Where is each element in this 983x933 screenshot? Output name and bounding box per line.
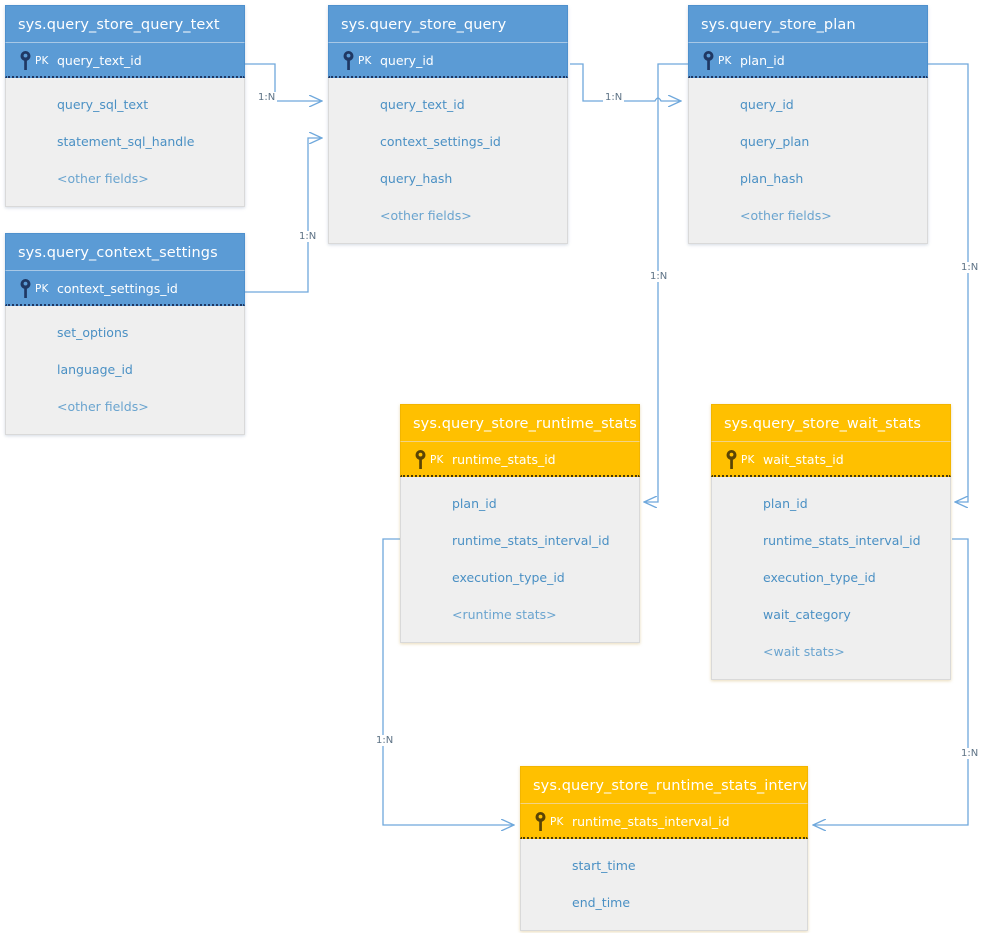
entity-field-list: start_time end_time (520, 839, 808, 931)
entity-field-list: set_options language_id <other fields> (5, 306, 245, 435)
field-row[interactable]: execution_type_id (452, 570, 565, 585)
pk-field-name: plan_id (740, 53, 785, 68)
cardinality-label: 1:N (648, 271, 670, 282)
pk-field-name: wait_stats_id (763, 452, 844, 467)
field-row[interactable]: query_text_id (380, 97, 465, 112)
field-row[interactable]: start_time (572, 858, 636, 873)
edge-ctx-to-query (245, 138, 322, 293)
entity-query-context-settings[interactable]: sys.query_context_settings PK context_se… (5, 233, 245, 435)
cardinality-label: 1:N (256, 92, 278, 103)
pk-badge: PK (358, 55, 372, 67)
field-row[interactable]: query_hash (380, 171, 453, 186)
field-row[interactable]: execution_type_id (763, 570, 876, 585)
entity-field-list: query_text_id context_settings_id query_… (328, 78, 568, 244)
pk-field-name: query_id (380, 53, 434, 68)
field-row[interactable]: statement_sql_handle (57, 134, 195, 149)
entity-field-list: plan_id runtime_stats_interval_id execut… (711, 477, 951, 680)
entity-title: sys.query_store_plan (688, 5, 928, 43)
entity-query-store-wait-stats[interactable]: sys.query_store_wait_stats PK wait_stats… (711, 404, 951, 680)
entity-query-store-runtime-stats[interactable]: sys.query_store_runtime_stats PK runtime… (400, 404, 640, 643)
field-row[interactable]: runtime_stats_interval_id (452, 533, 610, 548)
pk-badge: PK (741, 454, 755, 466)
entity-query-store-query-text[interactable]: sys.query_store_query_text PK query_text… (5, 5, 245, 207)
entity-primary-key-row[interactable]: PK query_text_id (5, 43, 245, 78)
field-row[interactable]: query_id (740, 97, 794, 112)
entity-primary-key-row[interactable]: PK runtime_stats_interval_id (520, 804, 808, 839)
field-row[interactable]: set_options (57, 325, 129, 340)
key-icon (20, 279, 31, 298)
entity-primary-key-row[interactable]: PK context_settings_id (5, 271, 245, 306)
cardinality-label: 1:N (374, 735, 396, 746)
pk-badge: PK (718, 55, 732, 67)
entity-field-list: query_id query_plan plan_hash <other fie… (688, 78, 928, 244)
entity-title: sys.query_store_query (328, 5, 568, 43)
pk-badge: PK (35, 283, 49, 295)
entity-primary-key-row[interactable]: PK query_id (328, 43, 568, 78)
entity-title: sys.query_context_settings (5, 233, 245, 271)
field-row[interactable]: plan_id (763, 496, 808, 511)
key-icon (535, 812, 546, 831)
key-icon (343, 51, 354, 70)
field-row[interactable]: <other fields> (740, 208, 832, 223)
entity-title: sys.query_store_runtime_stats_interval (520, 766, 808, 804)
pk-field-name: query_text_id (57, 53, 142, 68)
field-row[interactable]: <other fields> (57, 399, 149, 414)
key-icon (20, 51, 31, 70)
field-row[interactable]: query_plan (740, 134, 810, 149)
pk-field-name: runtime_stats_id (452, 452, 556, 467)
field-row[interactable]: runtime_stats_interval_id (763, 533, 921, 548)
cardinality-label: 1:N (959, 748, 981, 759)
pk-badge: PK (35, 55, 49, 67)
key-icon (726, 450, 737, 469)
pk-badge: PK (550, 816, 564, 828)
field-row[interactable]: context_settings_id (380, 134, 501, 149)
entity-query-store-runtime-stats-interval[interactable]: sys.query_store_runtime_stats_interval P… (520, 766, 808, 931)
field-row[interactable]: plan_hash (740, 171, 804, 186)
pk-field-name: context_settings_id (57, 281, 178, 296)
cardinality-label: 1:N (959, 262, 981, 273)
entity-title: sys.query_store_wait_stats (711, 404, 951, 442)
key-icon (415, 450, 426, 469)
entity-title: sys.query_store_runtime_stats (400, 404, 640, 442)
key-icon (703, 51, 714, 70)
pk-field-name: runtime_stats_interval_id (572, 814, 730, 829)
field-row[interactable]: wait_category (763, 607, 851, 622)
edge-query-to-plan-tail (652, 98, 681, 101)
entity-query-store-query[interactable]: sys.query_store_query PK query_id query_… (328, 5, 568, 244)
entity-title: sys.query_store_query_text (5, 5, 245, 43)
edge-plan-to-runtime (644, 63, 689, 502)
entity-query-store-plan[interactable]: sys.query_store_plan PK plan_id query_id… (688, 5, 928, 244)
cardinality-label: 1:N (603, 92, 625, 103)
entity-field-list: query_sql_text statement_sql_handle <oth… (5, 78, 245, 207)
field-row[interactable]: <other fields> (380, 208, 472, 223)
field-row[interactable]: end_time (572, 895, 631, 910)
field-row[interactable]: plan_id (452, 496, 497, 511)
field-row[interactable]: <other fields> (57, 171, 149, 186)
field-row[interactable]: language_id (57, 362, 133, 377)
field-row[interactable]: <runtime stats> (452, 607, 557, 622)
field-row[interactable]: <wait stats> (763, 644, 845, 659)
entity-primary-key-row[interactable]: PK wait_stats_id (711, 442, 951, 477)
pk-badge: PK (430, 454, 444, 466)
entity-field-list: plan_id runtime_stats_interval_id execut… (400, 477, 640, 643)
cardinality-label: 1:N (297, 231, 319, 242)
entity-primary-key-row[interactable]: PK plan_id (688, 43, 928, 78)
entity-primary-key-row[interactable]: PK runtime_stats_id (400, 442, 640, 477)
field-row[interactable]: query_sql_text (57, 97, 149, 112)
